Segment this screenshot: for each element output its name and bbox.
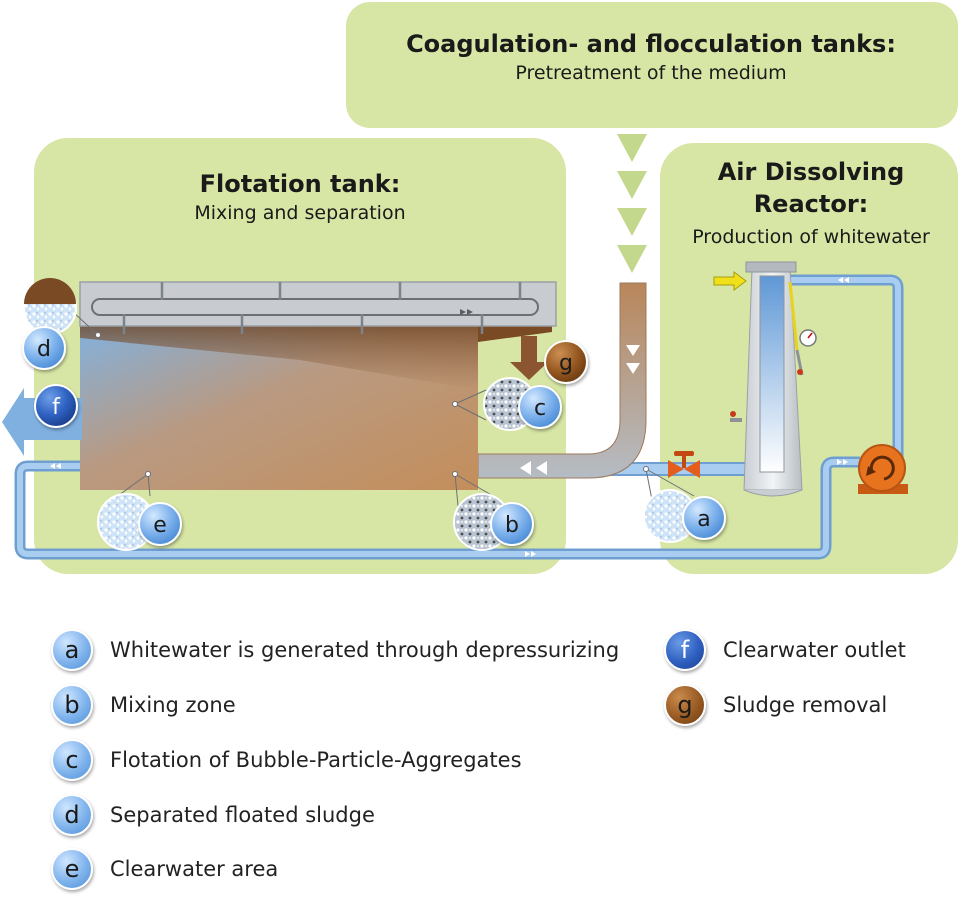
svg-text:c: c [534,396,546,421]
svg-text:g: g [559,351,573,376]
reactor-title-line1: Air Dissolving [718,158,905,186]
marker-e: e [138,502,182,546]
legend-item-f: f Clearwater outlet [664,629,906,671]
marker-d: d [22,326,66,370]
legend-label-a: Whitewater is generated through depressu… [110,638,620,662]
legend-label-e: Clearwater area [110,857,279,881]
svg-text:b: b [505,513,519,538]
coagulation-title: Coagulation- and flocculation tanks: [406,30,896,58]
reactor-title-line2: Reactor: [754,190,869,218]
reactor-subtitle: Production of whitewater [692,226,930,248]
svg-text:a: a [697,507,710,532]
sample-e [97,471,155,551]
legend-badge-b: b [51,684,93,726]
flotation-subtitle: Mixing and separation [194,202,405,224]
legend-badge-a: a [51,629,93,671]
sludge-layer [80,318,478,390]
legend-item-g: g Sludge removal [664,684,887,726]
legend-badge-g: g [664,684,706,726]
legend-item-b: b Mixing zone [51,684,236,726]
legend-label-f: Clearwater outlet [723,638,906,662]
pump [858,444,908,494]
legend-label-g: Sludge removal [723,693,888,717]
legend-badge-c: c [51,739,93,781]
sludge-chute [478,322,552,342]
legend-badge-e: e [51,848,93,890]
marker-f: f [34,384,78,428]
feed-down-arrows [617,134,647,273]
flotation-title: Flotation tank: [200,170,401,198]
legend-item-c: c Flotation of Bubble-Particle-Aggregate… [51,739,522,781]
svg-text:f: f [52,395,61,420]
legend-label-d: Separated floated sludge [110,803,375,827]
feed-pipe-arrows [520,345,640,475]
depressurizing-valve [668,451,700,478]
marker-g: g [544,340,588,384]
coagulation-subtitle: Pretreatment of the medium [515,62,786,84]
feed-pipe [477,282,647,479]
scraper-direction [460,309,473,315]
sample-d [23,278,101,338]
svg-text:d: d [37,337,51,362]
scraper-belt [91,298,539,316]
legend-label-c: Flotation of Bubble-Particle-Aggregates [110,748,522,772]
legend-item-d: d Separated floated sludge [51,794,375,836]
legend-label-b: Mixing zone [110,693,236,717]
svg-text:e: e [153,513,167,538]
marker-b: b [490,502,534,546]
air-dissolving-reactor [730,261,817,497]
coagulation-panel [346,2,958,128]
scraper-frame [79,281,557,327]
flow-markers [50,277,849,557]
legend-item-e: e Clearwater area [51,848,278,890]
legend-badge-f: f [664,629,706,671]
marker-a: a [682,496,726,540]
air-inlet-arrow [713,271,747,291]
scraper-blades [122,282,522,334]
legend-item-a: a Whitewater is generated through depres… [51,629,619,671]
marker-c: c [518,385,562,429]
sludge-removal-arrow [510,336,548,380]
legend-badge-d: d [51,794,93,836]
